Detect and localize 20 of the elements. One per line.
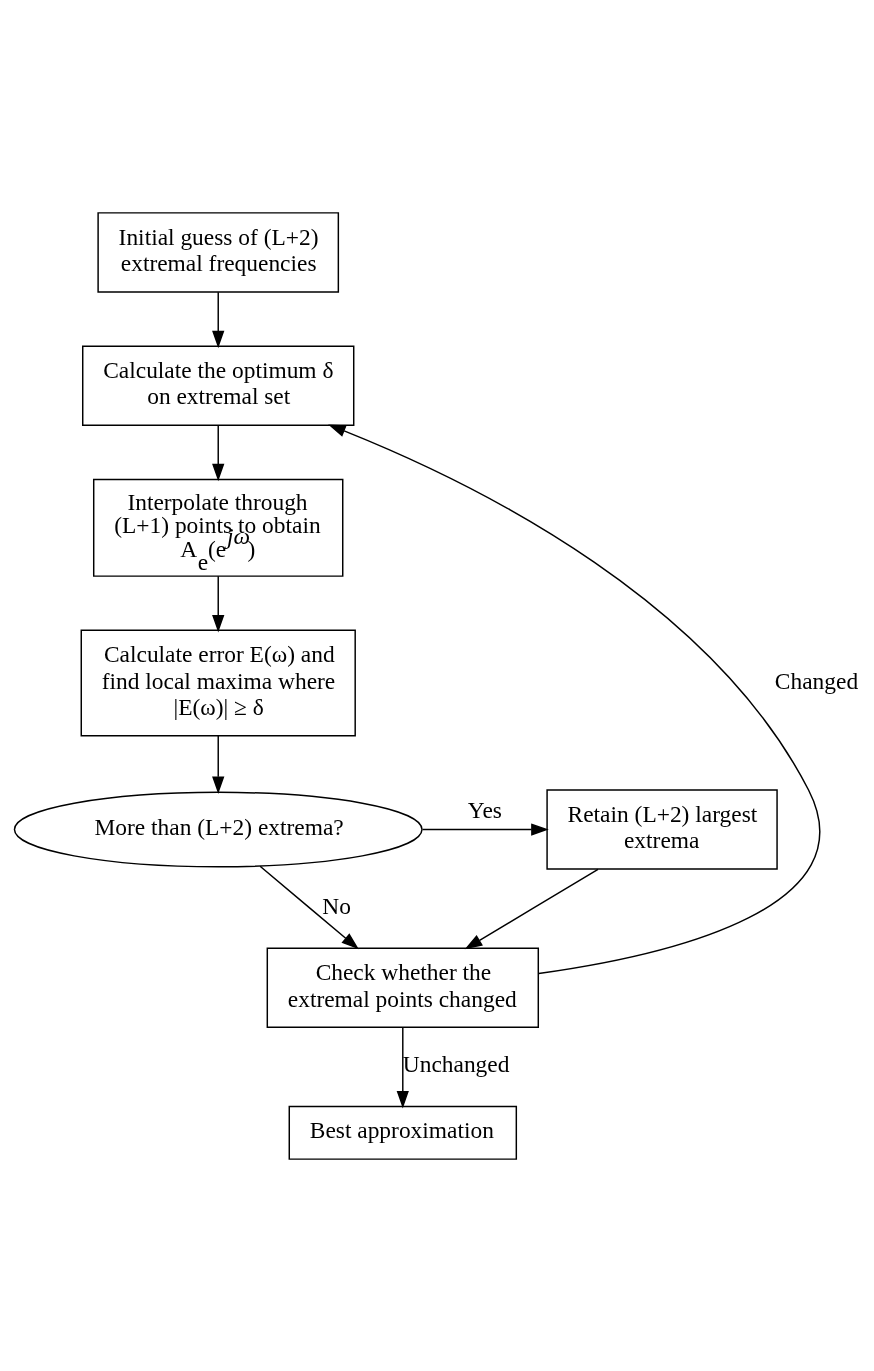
node-box: Check whether the extremal points changed — [266, 946, 539, 1028]
node-box: Retain (L+2) largest extrema — [546, 788, 778, 870]
arrow — [328, 424, 820, 974]
arrow — [212, 734, 225, 794]
node-box: Calculate the optimum δ on extremal set — [82, 344, 355, 426]
edge-label: No — [322, 892, 351, 919]
node-box: Initial guess of (L+2) extremal frequencies — [97, 211, 340, 293]
node-ellipse: More than (L+2) extrema? — [13, 791, 423, 867]
arrow — [464, 868, 599, 949]
node-box: Best approximation — [288, 1105, 518, 1160]
arrow — [396, 1026, 409, 1108]
edge-label: Yes — [467, 796, 502, 823]
arrow — [212, 575, 225, 633]
edge-label: Unchanged — [402, 1050, 510, 1077]
node-box: Calculate error E(ω) and find local maxima where |E(ω)| ≥ δ — [80, 629, 356, 737]
arrow — [259, 865, 359, 949]
edge-label: Changed — [774, 667, 859, 694]
arrow — [212, 291, 225, 348]
arrow — [421, 822, 549, 836]
arrow — [212, 424, 225, 481]
